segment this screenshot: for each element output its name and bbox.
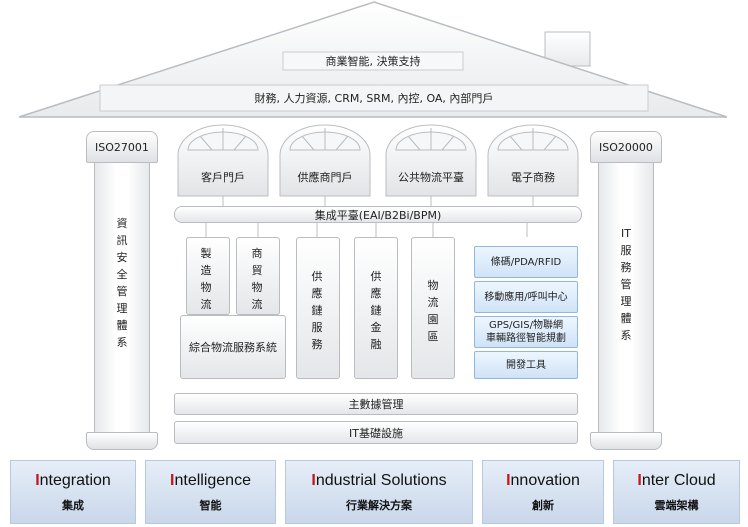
supply-chain-service-label: 供應鏈服務 <box>311 270 323 351</box>
left-pillar-base <box>86 432 158 450</box>
tech-gps-gis-iot[interactable]: GPS/GIS/物聯網 車輛路徑智能規劃 <box>474 316 578 348</box>
tech-dev-tools[interactable]: 開發工具 <box>474 351 578 379</box>
tile-intelligence[interactable]: Intelligence 智能 <box>145 460 276 524</box>
portal-supplier-label: 供應商門戶 <box>297 171 353 184</box>
it-infrastructure-label: IT基礎設施 <box>349 426 403 440</box>
left-pillar-text: 資訊安全管理體系 <box>116 217 128 349</box>
tile-industrial-solutions-subtitle: 行業解決方案 <box>346 498 412 512</box>
roof <box>18 1 728 118</box>
right-pillar-cap: ISO20000 <box>590 131 662 163</box>
portal-customer-label: 客戶門戶 <box>201 171 245 184</box>
tech-barcode-rfid-label: 條碼/PDA/RFID <box>490 256 562 268</box>
right-pillar-text: IT服務管理體系 <box>620 227 632 342</box>
supply-chain-finance-label: 供應鏈金融 <box>370 270 382 351</box>
portal-ecommerce[interactable]: 電子商務 <box>488 158 578 196</box>
trade-logistics[interactable] <box>236 237 280 315</box>
tech-mobile-callcenter-label: 移動應用/呼叫中心 <box>484 291 568 303</box>
portal-public-logistics-label: 公共物流平臺 <box>398 171 464 184</box>
logistics-park-label: 物流園區 <box>427 279 439 343</box>
roof-band-mid <box>99 84 649 112</box>
roof-line-2: 財務, 人力資源, CRM, SRM, 內控, OA, 內部門戶 <box>254 92 494 105</box>
tile-inter-cloud[interactable]: Inter Cloud 雲端架構 <box>613 460 740 524</box>
left-pillar <box>94 163 150 433</box>
integration-platform-label: 集成平臺(EAI/B2Bi/BPM) <box>314 208 442 222</box>
supply-chain-service[interactable] <box>296 237 340 379</box>
portal-windows <box>177 124 579 197</box>
roof-line-1: 商業智能, 決策支持 <box>325 55 421 68</box>
tile-innovation[interactable]: Innovation 創新 <box>482 460 604 524</box>
it-infrastructure[interactable]: IT基礎設施 <box>174 421 578 444</box>
portal-window-1-frame <box>177 124 269 197</box>
tech-gps-gis-iot-label: GPS/GIS/物聯網 車輛路徑智能規劃 <box>486 320 566 344</box>
left-pillar-cap-label: ISO27001 <box>95 140 149 154</box>
tile-intelligence-title: Intelligence <box>170 471 251 489</box>
manufacturing-logistics[interactable] <box>186 237 230 315</box>
supply-chain-finance[interactable] <box>354 237 398 379</box>
right-pillar-cap-label: ISO20000 <box>599 140 653 154</box>
trade-logistics-label: 商貿物流 <box>251 247 263 311</box>
master-data-management[interactable]: 主數據管理 <box>174 393 578 415</box>
logistics-park[interactable] <box>411 237 455 379</box>
portal-public-logistics[interactable]: 公共物流平臺 <box>386 158 476 196</box>
portal-supplier[interactable]: 供應商門戶 <box>280 158 370 196</box>
tile-intelligence-subtitle: 智能 <box>199 498 222 512</box>
integrated-logistics-system-label: 綜合物流服務系統 <box>189 341 277 354</box>
portal-ecommerce-label: 電子商務 <box>511 171 555 184</box>
tile-integration-subtitle: 集成 <box>62 498 84 512</box>
tile-inter-cloud-subtitle: 雲端架構 <box>654 498 699 512</box>
tile-integration[interactable]: Integration 集成 <box>10 460 136 524</box>
portal-customer[interactable]: 客戶門戶 <box>178 158 268 196</box>
connectors <box>205 196 534 237</box>
tile-industrial-solutions[interactable]: Industrial Solutions 行業解決方案 <box>285 460 473 524</box>
tech-barcode-rfid[interactable]: 條碼/PDA/RFID <box>474 246 578 278</box>
tech-mobile-callcenter[interactable]: 移動應用/呼叫中心 <box>474 281 578 313</box>
tile-innovation-subtitle: 創新 <box>532 498 554 512</box>
tile-innovation-title: Innovation <box>506 471 580 489</box>
tile-inter-cloud-title: Inter Cloud <box>637 471 716 489</box>
tech-dev-tools-label: 開發工具 <box>506 359 546 371</box>
tile-integration-title: Integration <box>35 471 111 489</box>
roof-band-top <box>282 51 464 71</box>
integration-platform-bar[interactable]: 集成平臺(EAI/B2Bi/BPM) <box>174 206 582 223</box>
left-pillar-cap: ISO27001 <box>86 131 158 163</box>
right-pillar-base <box>590 432 662 450</box>
integrated-logistics-system[interactable]: 綜合物流服務系統 <box>180 315 286 379</box>
right-pillar <box>598 163 654 433</box>
tile-industrial-solutions-title: Industrial Solutions <box>311 471 447 489</box>
portal-window-3-frame <box>385 124 477 197</box>
manufacturing-logistics-label: 製造物流 <box>200 247 212 311</box>
portal-window-2-frame <box>279 124 371 197</box>
portal-window-4-frame <box>487 124 579 197</box>
master-data-management-label: 主數據管理 <box>348 398 404 411</box>
